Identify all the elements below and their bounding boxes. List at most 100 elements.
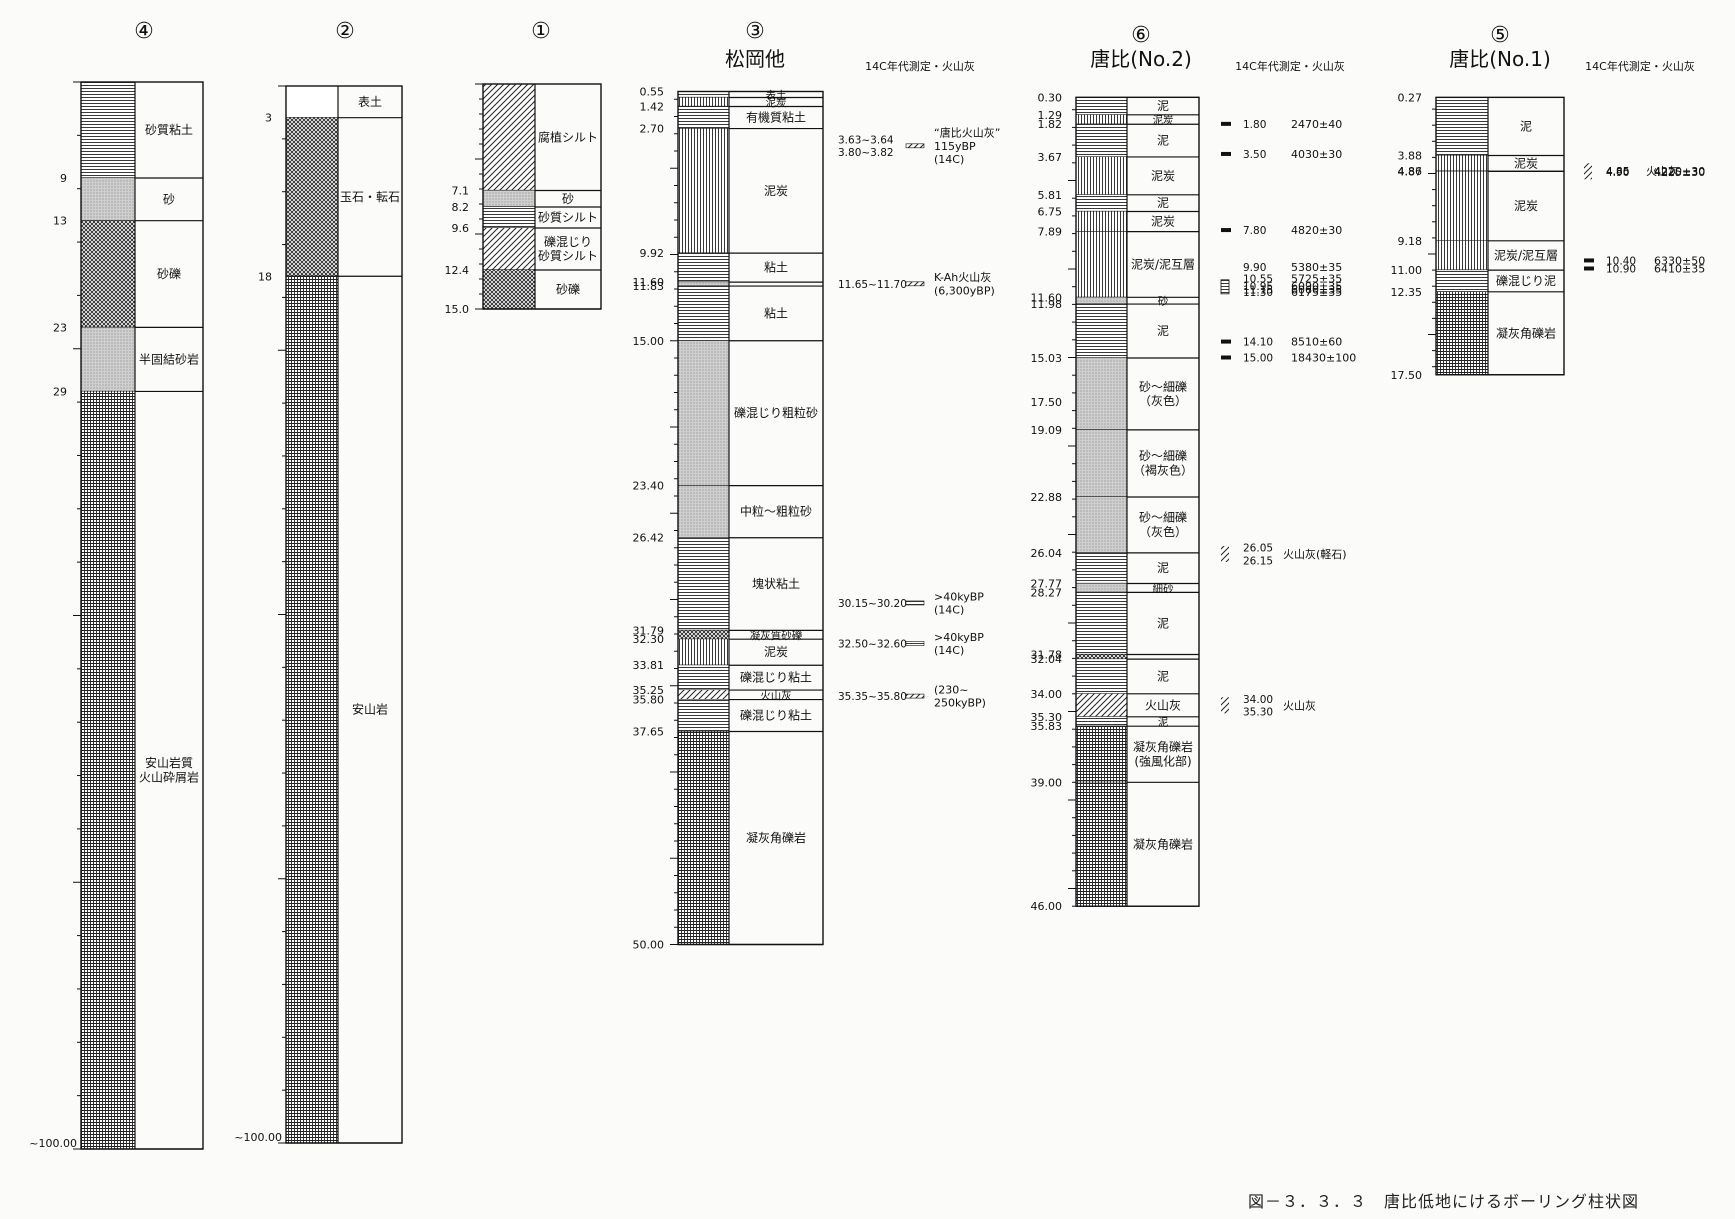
depth-label: 11.00 [1391,264,1423,277]
dating-header: 14C年代測定・火山灰 [1585,59,1695,73]
layer-pattern [1076,716,1127,727]
annotation-text: 4225±30 [1654,166,1705,179]
column-frame [1435,96,1565,376]
layer-label: 砂礫 [556,282,580,297]
layer-pattern [678,537,729,631]
layer-pattern [1076,358,1127,430]
annotation-depth: 4.86 [1606,166,1630,178]
annotation-marker [1221,151,1231,156]
layer-pattern [1076,552,1127,584]
layer-pattern [1436,171,1488,241]
layer-pattern [678,485,729,538]
layer-pattern [678,282,729,287]
layer-label: 礫混じり砂質シルト [538,234,598,263]
layer-label: 泥炭 [1151,215,1175,229]
layer-label: 泥炭/泥互層 [1131,257,1195,271]
columns-layer: ④砂質粘土砂砂礫半固結砂岩安山岩質火山砕屑岩9132329~100.00②表土玉… [29,19,1705,1150]
depth-label: 2.70 [640,123,665,136]
layer-label: 礫混じり粘土 [740,708,812,723]
layer-label: 玉石・転石 [340,190,400,204]
layer-label: 有機質粘土 [746,110,806,125]
layer-label: 礫混じり粘土 [740,670,812,685]
annotation-text: 6060±35 [1291,283,1342,296]
annotation-depth: 4.85 [1606,166,1629,178]
depth-label: 9 [60,172,67,185]
layer-label: 砂質シルト [538,210,598,225]
annotation-depth: 32.50~32.60 [838,638,907,650]
depth-label: 35.30 [1031,711,1063,724]
layer-pattern [81,178,135,221]
layer-label: 砂 [562,192,574,206]
layer-pattern [1076,592,1127,655]
layer-label: 泥 [1157,196,1169,210]
depth-label: 34.00 [1031,688,1063,701]
layer-label: 半固結砂岩 [139,351,199,366]
depth-label: 35.83 [1031,720,1063,733]
annotation-text: 火山灰 [1283,698,1316,712]
annotation-text: (230~250kyBP) [934,684,986,710]
layer-pattern [81,82,135,179]
depth-label: 11.98 [1031,298,1063,311]
annotation-text: 4220±30 [1654,165,1705,178]
depth-label: 50.00 [633,939,665,952]
annotation-text: 4030±30 [1291,148,1342,161]
annotation-depth: 1.80 [1243,119,1266,131]
layer-pattern [1436,155,1488,172]
annotation-depth: 35.35~35.80 [838,691,907,703]
depth-label: 27.77 [1031,578,1063,591]
layer-label: 凝灰角礫岩 [1496,325,1556,340]
annotation-depth: 10.95 [1243,281,1273,293]
depth-label: 39.00 [1031,776,1063,789]
layer-label: 泥 [1158,716,1169,729]
annotation-marker [905,600,925,606]
depth-label: 6.75 [1038,205,1063,218]
depth-label: 32.30 [633,633,665,646]
layer-label: 凝灰質砂礫 [750,629,803,642]
depth-label: 1.82 [1038,118,1063,131]
layer-label: 礫混じり粗粒砂 [734,405,818,420]
layer-label: 火山灰 [760,689,792,702]
layer-label: 砂質粘土 [145,122,193,137]
layer-label: 泥 [1520,119,1532,133]
layer-pattern [1076,782,1127,907]
annotation-depth: 11.65~11.70 [838,279,907,291]
layer-label: 砂～細礫（褐灰色） [1133,448,1193,477]
depth-label: 0.30 [1038,91,1063,104]
depth-label: 7.1 [452,185,470,198]
layer-pattern [678,97,729,107]
layer-pattern [1436,240,1488,271]
column-number: ① [531,19,551,44]
layer-label: 中粒～粗粒砂 [740,504,812,519]
annotation-text: 6330±50 [1654,254,1705,267]
dating-header: 14C年代測定・火山灰 [1235,59,1345,73]
depth-label: 13 [53,215,67,228]
annotation-depth: 4.90 [1606,167,1629,179]
annotation-depth: 11.15 [1243,284,1273,296]
layer-pattern [286,86,338,118]
depth-label: 8.2 [452,201,470,214]
layer-pattern [678,639,729,666]
boring-column-col5: ⑤唐比(No.1)14C年代測定・火山灰泥泥炭泥炭泥炭/泥互層礫混じり泥凝灰角礫… [1391,23,1706,382]
depth-label: 11.83 [633,280,665,293]
layer-pattern [483,190,535,207]
layer-pattern [1076,583,1127,593]
annotation-marker [1220,279,1230,295]
depth-label: 1.29 [1038,109,1063,122]
layer-label: 泥 [1157,99,1169,113]
annotation-marker [905,281,925,287]
layer-pattern [81,391,135,1149]
layer-label: 火山灰 [1145,698,1181,712]
column-number: ⑥ [1131,23,1151,48]
layer-label: 礫混じり泥 [1496,273,1556,288]
annotation-marker [1221,545,1229,562]
depth-label: 3.88 [1398,149,1423,162]
layer-pattern [678,286,729,341]
annotation-depth: 30.15~30.20 [838,598,907,610]
annotation-marker [1584,163,1592,180]
layer-label: 泥炭 [1514,199,1538,213]
depth-label: 7.89 [1038,226,1063,239]
